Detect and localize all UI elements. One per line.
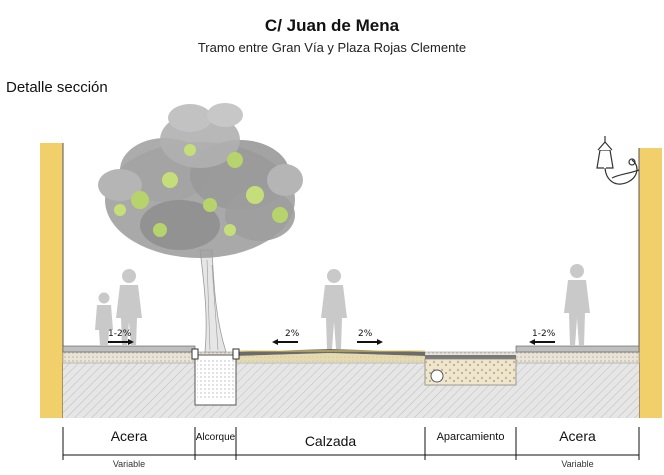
- dimension-line: [62, 427, 640, 460]
- tree-canopy: [98, 103, 303, 258]
- segment-label-parking: Aparcamiento: [436, 431, 505, 443]
- segment-label-road: Calzada: [304, 433, 357, 449]
- slope-right-sidewalk: 1-2%: [532, 329, 556, 339]
- pedestrian-adult-left: [116, 269, 142, 346]
- pedestrian-adult-right: [564, 264, 590, 346]
- segment-label-left-sidewalk: Acera: [110, 428, 148, 444]
- left-facade-wall: [40, 143, 63, 418]
- street-lamp: [596, 136, 640, 185]
- diagram-title: C/ Juan de Mena: [264, 16, 400, 35]
- width-variable-left: Variable: [112, 459, 146, 469]
- slope-road-right: 2%: [358, 329, 373, 339]
- drain-pipe: [430, 369, 444, 383]
- diagram-subtitle: Tramo entre Gran Vía y Plaza Rojas Cleme…: [197, 40, 467, 55]
- slope-left-sidewalk: 1-2%: [108, 329, 132, 339]
- segment-label-tree-pit: Alcorque: [195, 432, 236, 443]
- right-sidewalk-paving: [515, 345, 640, 353]
- slope-road-left: 2%: [285, 329, 300, 339]
- pedestrian-road: [321, 269, 347, 349]
- pedestrian-child: [95, 292, 113, 346]
- right-facade-wall: [639, 148, 662, 418]
- parking-bay: [425, 355, 516, 359]
- tree-trunk: [199, 249, 227, 353]
- left-sidewalk-paving: [62, 345, 196, 353]
- section-label: Detalle sección: [6, 79, 108, 96]
- width-variable-right: Variable: [561, 459, 594, 469]
- slope-arrows: [108, 339, 555, 345]
- segment-label-right-sidewalk: Acera: [559, 428, 596, 444]
